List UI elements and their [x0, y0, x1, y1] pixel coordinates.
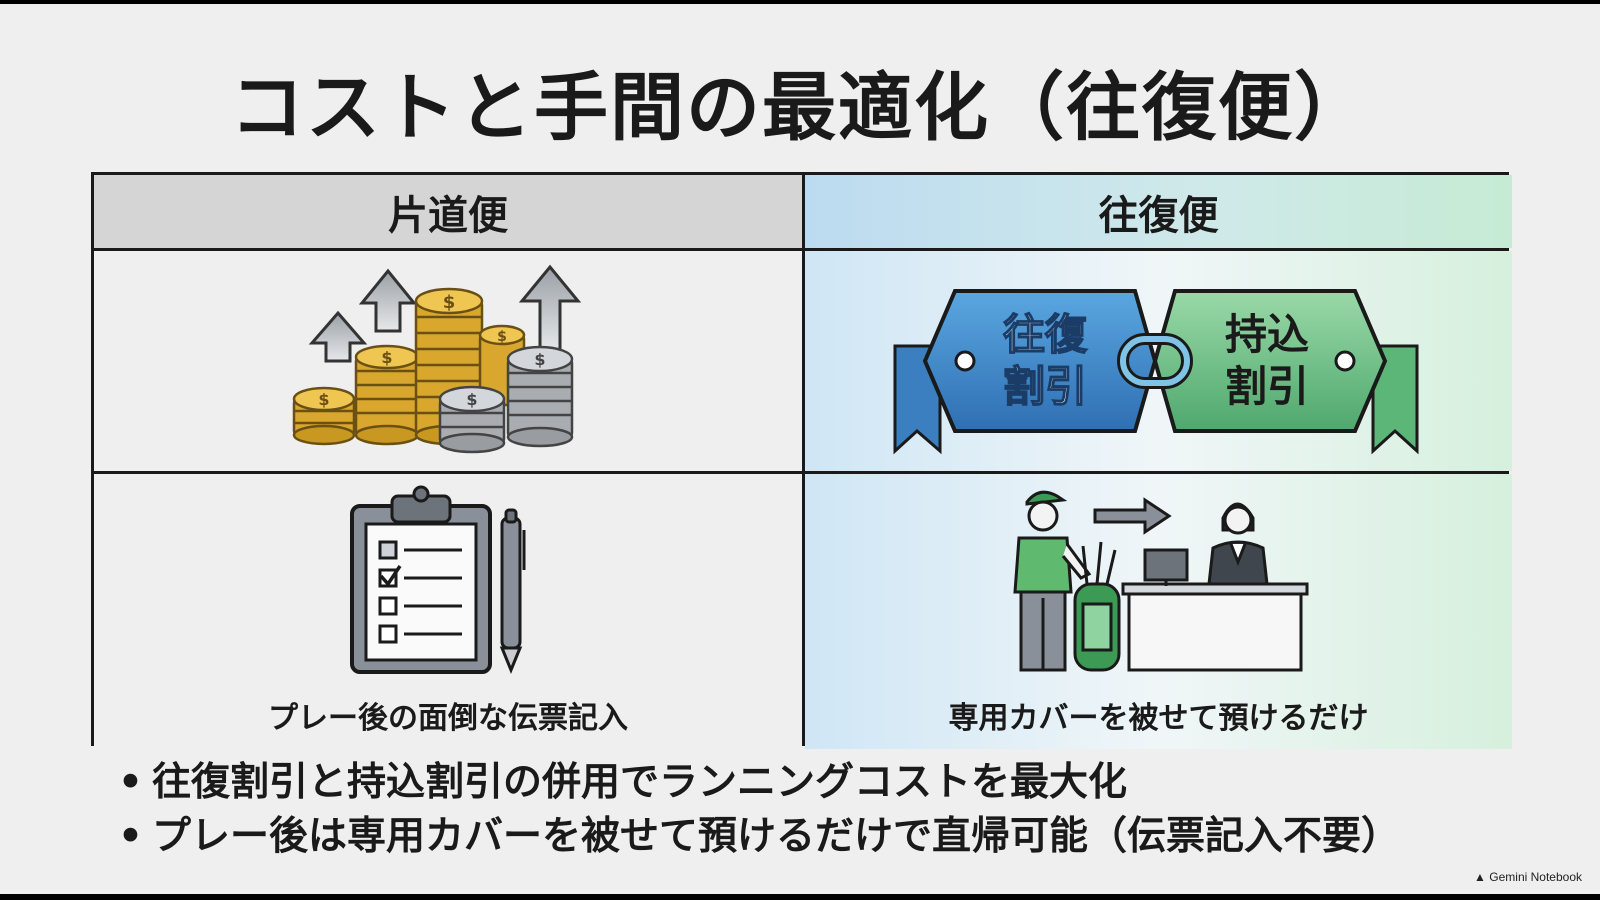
process-cell-one-way: プレー後の面倒な伝票記入: [94, 474, 802, 749]
brand-label: Gemini Notebook: [1489, 870, 1582, 884]
bullet-marker: •: [118, 760, 143, 805]
summary-bullets: • 往復割引と持込割引の併用でランニングコストを最大化 • プレー後は専用カバー…: [118, 756, 1518, 864]
bullet-marker: •: [118, 814, 143, 859]
golfer-counter-icon: [1013, 490, 1309, 672]
bullet-item: • 往復割引と持込割引の併用でランニングコストを最大化: [118, 756, 1518, 810]
discount-cell-round-trip: 往復 割引 持込 割引: [805, 251, 1512, 471]
svg-text:$: $: [443, 292, 456, 313]
svg-text:$: $: [497, 329, 507, 345]
comparison-table: 片道便 往復便: [91, 172, 1512, 749]
clipboard-form-icon: [350, 485, 526, 674]
badge-round-trip-line2: 割引: [1003, 362, 1087, 411]
process-cell-round-trip: 専用カバーを被せて預けるだけ: [805, 474, 1512, 749]
discount-ribbon-icon: 往復 割引 持込 割引: [893, 289, 1419, 455]
gemini-icon: ▲: [1474, 870, 1486, 884]
badge-carry-in-line1: 持込: [1225, 310, 1309, 359]
bullet-text: 往復割引と持込割引の併用でランニングコストを最大化: [152, 760, 1128, 805]
caption-round-trip: 専用カバーを被せて預けるだけ: [948, 701, 1369, 736]
cost-cell-one-way: $ $: [94, 251, 802, 471]
svg-text:$: $: [466, 390, 477, 409]
slide-title: コストと手間の最適化（往復便）: [230, 65, 1370, 151]
bullet-text: プレー後は専用カバーを被せて預けるだけで直帰可能（伝票記入不要）: [152, 814, 1401, 859]
badge-carry-in-line2: 割引: [1225, 362, 1309, 411]
bullet-item: • プレー後は専用カバーを被せて預けるだけで直帰可能（伝票記入不要）: [118, 810, 1518, 864]
svg-text:$: $: [381, 348, 392, 367]
badge-round-trip-line1: 往復: [1003, 310, 1088, 359]
svg-text:$: $: [318, 390, 329, 409]
caption-one-way: プレー後の面倒な伝票記入: [268, 701, 628, 736]
svg-text:$: $: [534, 350, 545, 369]
brand-watermark: ▲ Gemini Notebook: [1474, 870, 1582, 884]
header-round-trip: 往復便: [805, 175, 1512, 248]
slide: コストと手間の最適化（往復便） 片道便 往復便: [0, 4, 1600, 894]
rising-coins-icon: $ $: [292, 264, 582, 454]
header-one-way: 片道便: [94, 175, 802, 248]
